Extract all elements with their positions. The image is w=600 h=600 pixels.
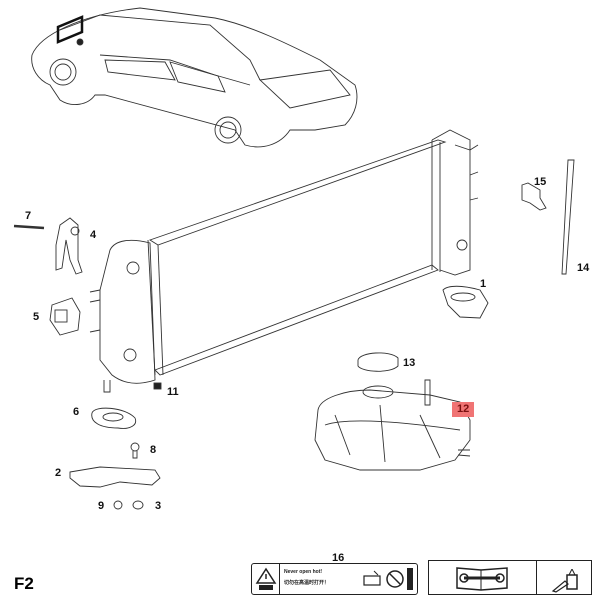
- vehicle-location-view: [31, 7, 358, 148]
- divider: [279, 564, 280, 594]
- no-open-hot-icon: [386, 570, 404, 588]
- callout-6[interactable]: 6: [73, 406, 80, 418]
- callout-11[interactable]: 11: [167, 386, 179, 398]
- callout-1[interactable]: 1: [480, 278, 487, 290]
- callout-4[interactable]: 4: [90, 229, 97, 241]
- callout-13[interactable]: 13: [403, 357, 416, 369]
- callout-12-highlighted[interactable]: 12: [452, 402, 475, 417]
- coolant-tank-icon: [363, 570, 381, 586]
- label-code-strip: [407, 568, 413, 590]
- repair-manual-box: [428, 560, 537, 595]
- callout-3[interactable]: 3: [155, 500, 162, 512]
- coolant-fill-box: [536, 560, 592, 595]
- callout-7[interactable]: 7: [25, 210, 32, 222]
- callout-5[interactable]: 5: [33, 311, 40, 323]
- expansion-tank-12: [314, 379, 471, 471]
- callout-14[interactable]: 14: [577, 262, 590, 274]
- radiator: [89, 129, 479, 393]
- warning-text-en: Never open hot!: [284, 569, 323, 575]
- callout-15[interactable]: 15: [534, 176, 547, 188]
- callout-9[interactable]: 9: [98, 500, 105, 512]
- callout-8[interactable]: 8: [150, 444, 157, 456]
- callout-16[interactable]: 16: [332, 552, 345, 564]
- repair-manual-icon: [456, 567, 508, 591]
- callout-2[interactable]: 2: [55, 467, 62, 479]
- warning-text-cn: 切勿在高温时打开！: [284, 580, 330, 586]
- radiator-location-marker: [56, 15, 84, 44]
- warning-label-16: Never open hot! 切勿在高温时打开！: [251, 563, 418, 595]
- warning-triangle-icon: [255, 567, 277, 590]
- figure-label: F2: [14, 574, 34, 593]
- coolant-fill-icon: [551, 569, 578, 593]
